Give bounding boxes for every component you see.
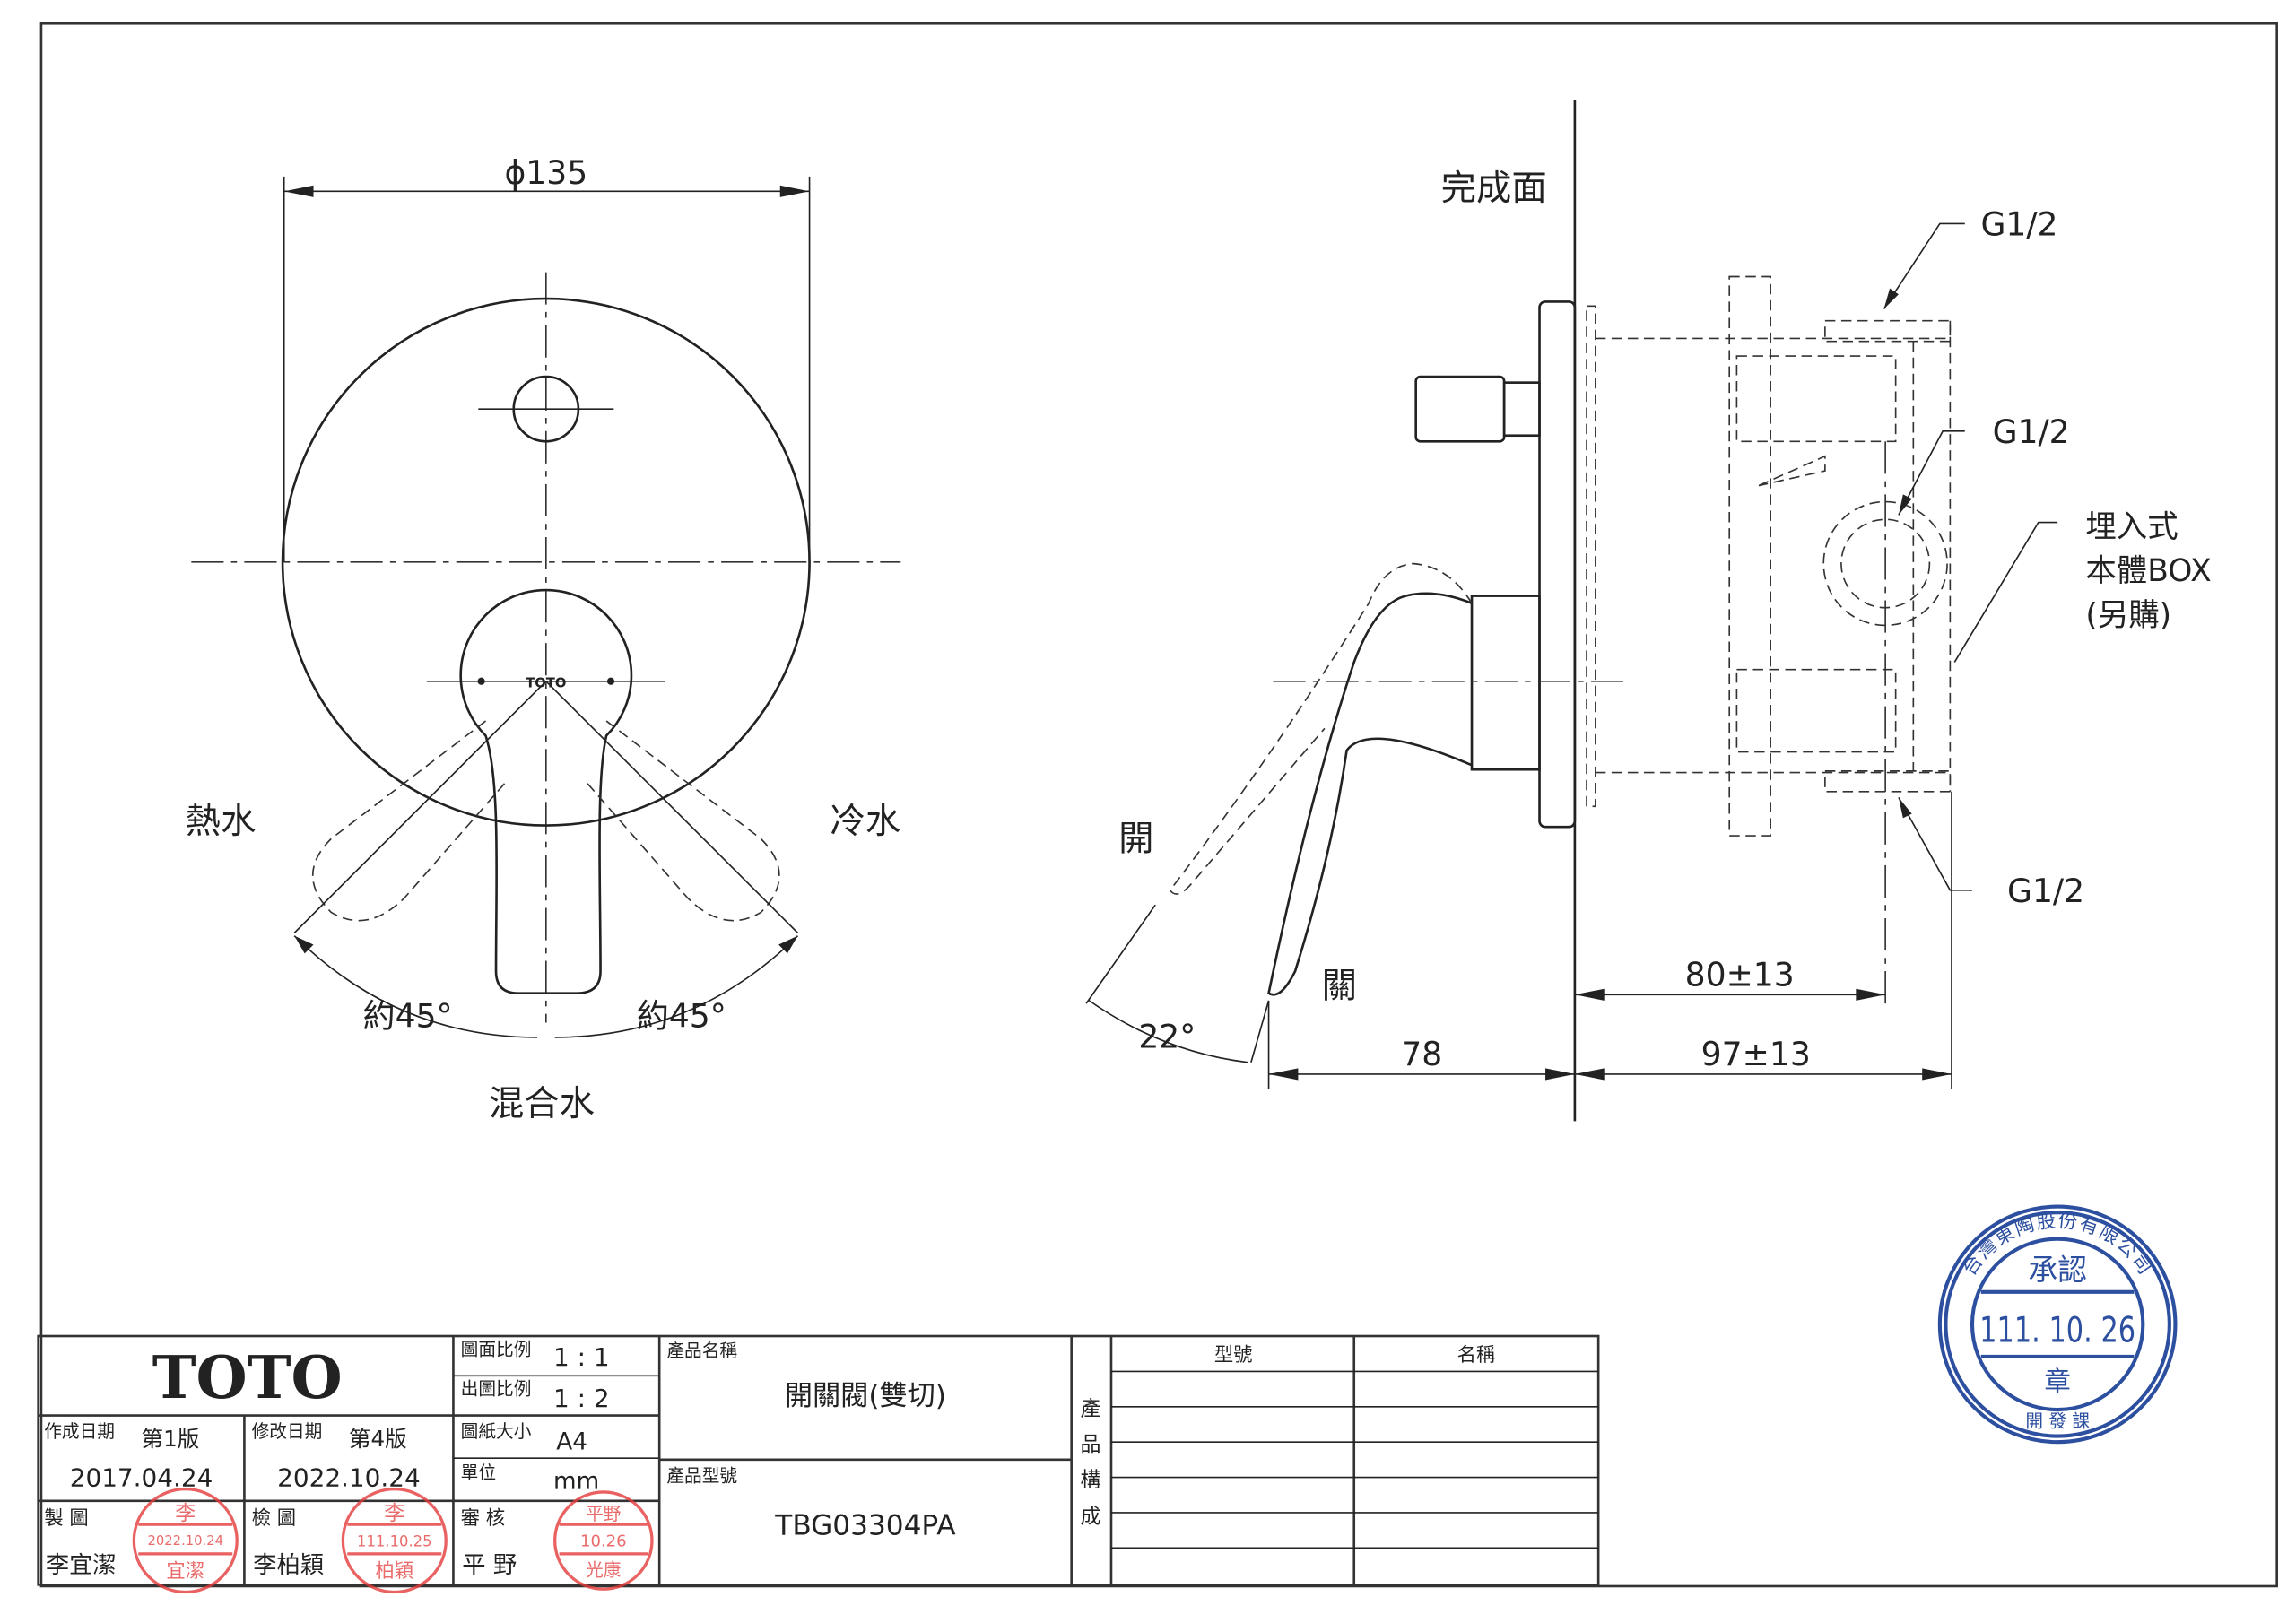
angle-left-label: 約45° (363, 996, 453, 1035)
created-version: 第1版 (142, 1426, 200, 1452)
drawing-scale-label: 圖面比例 (461, 1339, 532, 1359)
product-name: 開關閥(雙切) (785, 1380, 946, 1412)
side-view: 完成面 80±13 97±13 78 22° (1085, 100, 2212, 1122)
drawn-stamp-top: 李 (175, 1502, 196, 1525)
drawn-stamp: 李 2022.10.24 宜潔 (132, 1488, 239, 1594)
modified-date: 2022.10.24 (277, 1462, 421, 1492)
escutcheon-plate (281, 297, 811, 827)
product-name-label: 產品名稱 (666, 1341, 737, 1361)
diverter-knob (1414, 375, 1506, 443)
drawn-by: 李宜潔 (46, 1552, 117, 1579)
wall-plate (1538, 300, 1577, 829)
approval-stamp-seal: 章 (2044, 1367, 2071, 1397)
drawn-stamp-date: 2022.10.24 (148, 1533, 223, 1549)
table-header-model: 型號 (1214, 1344, 1253, 1367)
checked-stamp-bottom: 柏穎 (375, 1560, 413, 1583)
composition-label-char: 構 (1081, 1468, 1101, 1491)
approval-stamp-title: 承認 (2028, 1254, 2087, 1288)
product-model-label: 產品型號 (666, 1465, 737, 1486)
reviewed-by: 平 野 (462, 1552, 517, 1579)
close-label: 關 (1322, 966, 1357, 1007)
drawn-stamp-bottom: 宜潔 (166, 1560, 204, 1583)
diameter-label: ϕ135 (504, 153, 587, 192)
sheet-border (39, 22, 2278, 1588)
dim-78-label: 78 (1401, 1035, 1442, 1073)
unit-value: mm (553, 1469, 599, 1496)
hot-water-label: 熱水 (186, 801, 257, 842)
front-view: ϕ135 TOTO 熱水 冷水 約45° 約45° 混合水 (186, 153, 901, 1124)
lever-handle (459, 588, 633, 994)
checked-stamp-date: 111.10.25 (357, 1533, 432, 1550)
handle-boss (1470, 595, 1541, 771)
drawn-label: 製 圖 (44, 1507, 88, 1530)
side-lever (1267, 592, 1473, 996)
toto-logo: TOTO (152, 1343, 343, 1412)
checked-stamp-top: 李 (384, 1502, 404, 1525)
approval-stamp: 台灣東陶股份有限公司 承認 111. 10. 26 章 開 發 課 (1937, 1204, 2178, 1445)
reviewed-stamp-top: 平野 (586, 1504, 622, 1524)
approval-stamp-dept: 開 發 課 (2025, 1411, 2090, 1432)
cold-position-handle (583, 720, 780, 922)
reviewed-stamp-date: 10.26 (580, 1532, 627, 1551)
hot-position-handle (312, 720, 509, 922)
checked-stamp: 李 111.10.25 柏穎 (341, 1488, 448, 1594)
finish-surface-label: 完成面 (1441, 168, 1547, 209)
product-model: TBG03304PA (774, 1510, 956, 1542)
unit-label: 單位 (461, 1462, 496, 1483)
composition-label-char: 品 (1081, 1433, 1101, 1456)
reviewed-label: 審 核 (461, 1507, 505, 1530)
g-half-mid-label: G1/2 (1993, 412, 2070, 451)
composition-label-char: 成 (1081, 1505, 1101, 1528)
modified-version: 第4版 (349, 1426, 407, 1452)
dim-97-label: 97±13 (1701, 1035, 1811, 1073)
title-block: TOTO 圖面比例 1 : 1 出圖比例 1 : 2 圖紙大小 A4 單位 mm… (37, 1334, 1600, 1586)
mixed-water-label: 混合水 (489, 1083, 595, 1124)
open-label: 開 (1118, 818, 1153, 859)
print-scale-label: 出圖比例 (461, 1379, 532, 1400)
paper-size-label: 圖紙大小 (461, 1421, 532, 1442)
composition-label-char: 產 (1081, 1398, 1101, 1421)
print-scale-value: 1 : 2 (553, 1384, 610, 1413)
angle-right-label: 約45° (637, 996, 726, 1035)
box-note-line2: 本體BOX (2085, 553, 2211, 589)
cold-water-label: 冷水 (831, 801, 901, 842)
created-date: 2017.04.24 (70, 1462, 213, 1492)
g-half-top-label: G1/2 (1980, 205, 2057, 244)
handle-logo: TOTO (526, 675, 566, 690)
box-note-line3: (另購) (2085, 597, 2171, 633)
table-header-name: 名稱 (1457, 1344, 1496, 1367)
angle-22-label: 22° (1138, 1017, 1196, 1055)
reviewed-stamp-bottom: 光康 (586, 1559, 621, 1580)
checked-label: 檢 圖 (252, 1507, 296, 1530)
paper-size-value: A4 (556, 1428, 587, 1455)
reviewed-stamp: 平野 10.26 光康 (553, 1490, 654, 1591)
approval-stamp-date: 111. 10. 26 (1979, 1310, 2135, 1351)
modified-date-label: 修改日期 (252, 1421, 323, 1442)
dim-80-label: 80±13 (1685, 955, 1795, 994)
box-note-line1: 埋入式 (2085, 509, 2178, 545)
drawing-scale-value: 1 : 1 (553, 1342, 610, 1372)
created-date-label: 作成日期 (44, 1421, 115, 1442)
checked-by: 李柏穎 (253, 1552, 324, 1579)
g-half-bottom-label: G1/2 (2007, 872, 2084, 910)
